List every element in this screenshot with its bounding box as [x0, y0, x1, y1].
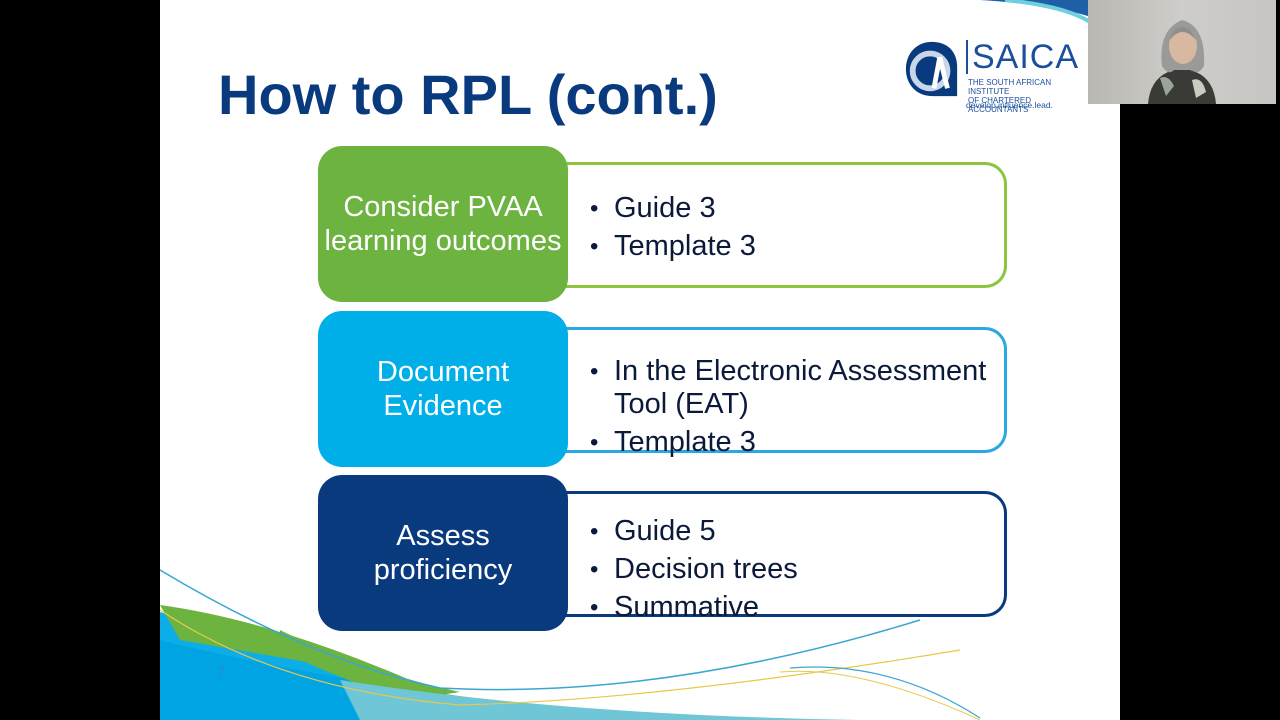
step-label: Consider PVAA learning outcomes [318, 146, 568, 302]
step-label: Document Evidence [318, 311, 568, 467]
presentation-slide: How to RPL (cont.) SAICA The South Afric… [160, 0, 1120, 720]
step-details: Guide 5 Decision trees Summative [564, 491, 1007, 624]
webcam-video[interactable] [1088, 0, 1276, 104]
detail-item: In the Electronic Assessment Tool (EAT) [590, 350, 1004, 421]
logo-tagline: develop.influence.lead. [966, 100, 1053, 110]
saica-logo: SAICA The South African Institute of Cha… [900, 36, 1090, 116]
slide-number: 7 [218, 664, 225, 678]
detail-item: Template 3 [590, 225, 1004, 263]
step-assess: Guide 5 Decision trees Summative Assess … [318, 475, 1018, 635]
step-label: Assess proficiency [318, 475, 568, 631]
step-document: In the Electronic Assessment Tool (EAT) … [318, 311, 1018, 471]
detail-item: Guide 5 [590, 510, 1004, 548]
detail-item: Template 3 [590, 421, 1004, 459]
slide-title: How to RPL (cont.) [218, 63, 718, 126]
logo-subtitle: The South African Institute of Chartered… [968, 78, 1090, 114]
detail-item: Guide 3 [590, 187, 1004, 225]
detail-item: Decision trees [590, 548, 1004, 586]
step-details: Guide 3 Template 3 [564, 162, 1007, 288]
logo-subtitle-line1: The South African Institute [968, 78, 1052, 96]
logo-name: SAICA [966, 40, 1079, 74]
wave-decoration [160, 0, 1100, 720]
detail-item: Summative [590, 586, 1004, 624]
presenter-video [1148, 20, 1216, 104]
logo-subtitle-line2: of Chartered Accountants [968, 96, 1031, 114]
step-consider: Guide 3 Template 3 Consider PVAA learnin… [318, 146, 1018, 306]
step-details: In the Electronic Assessment Tool (EAT) … [564, 327, 1007, 459]
ca-monogram-icon [905, 41, 958, 97]
